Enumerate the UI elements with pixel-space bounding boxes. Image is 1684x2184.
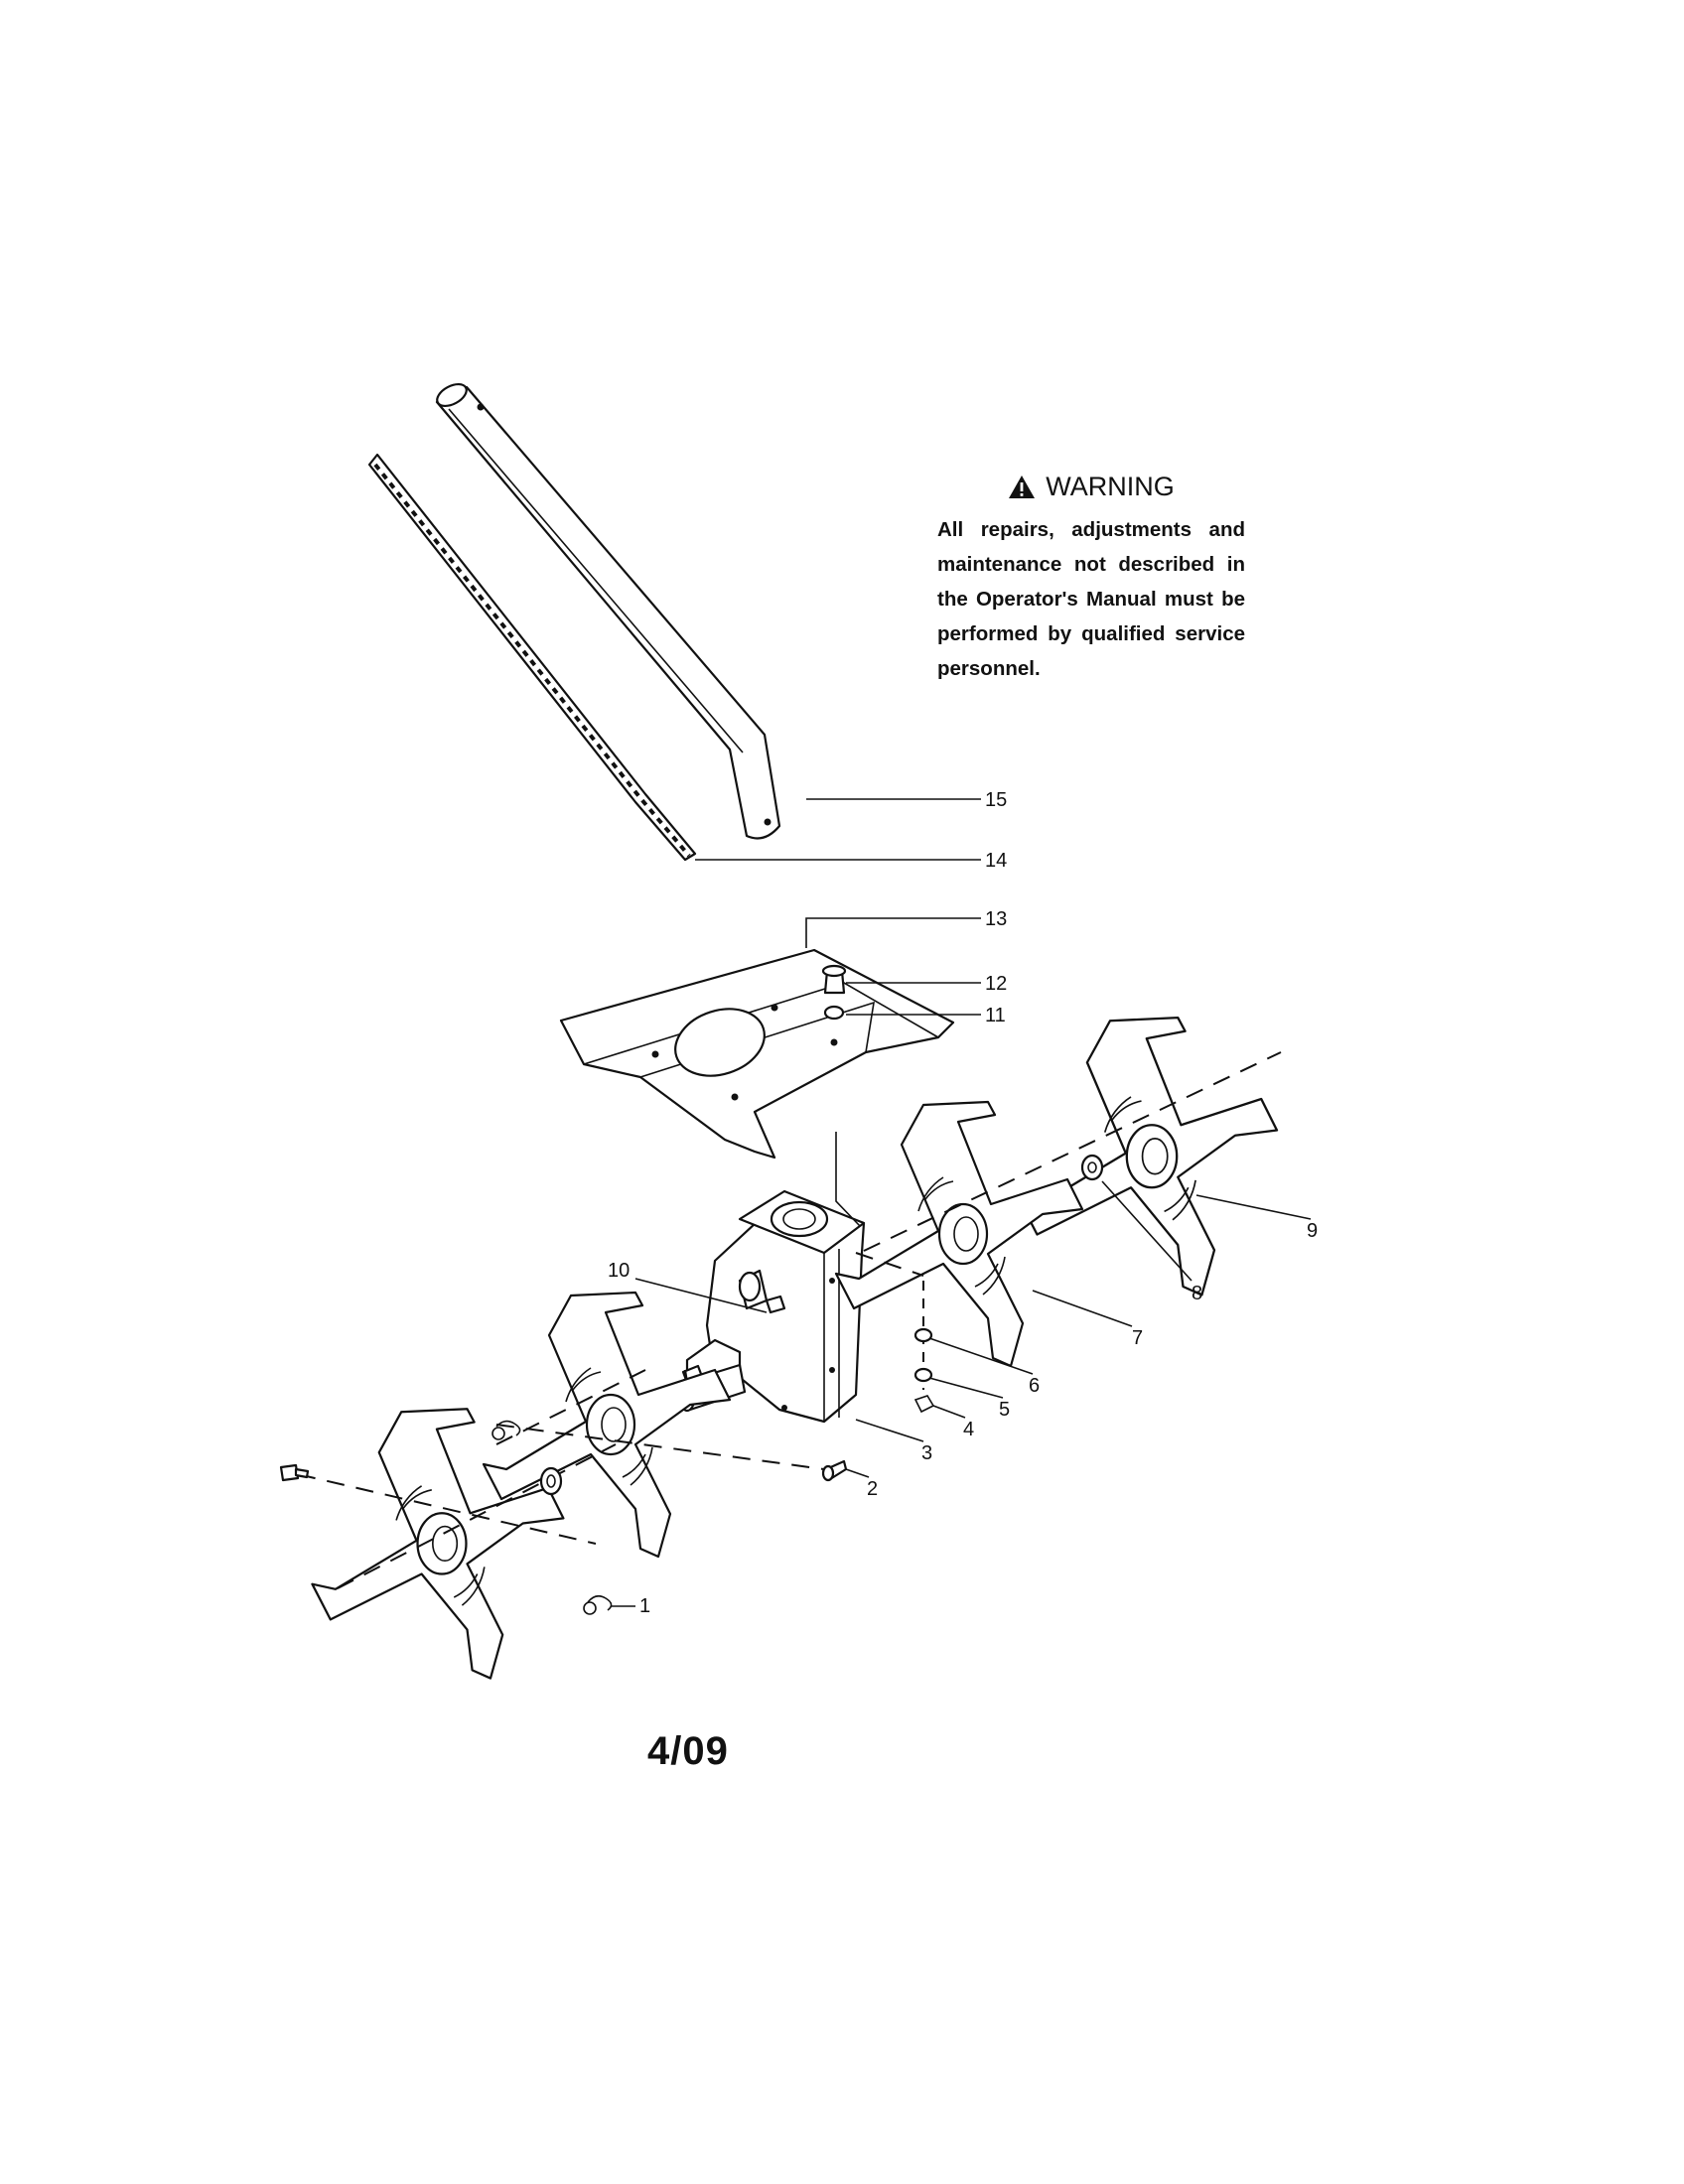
- callout-6: 6: [1029, 1375, 1040, 1397]
- guide-line-shield-gearbox: [835, 1132, 861, 1227]
- gearbox-bolt: [821, 1459, 848, 1482]
- hairpin-clip-lower: [583, 1594, 613, 1615]
- hairpin-clip-upper: [491, 1420, 521, 1440]
- drive-chain: [367, 453, 697, 862]
- callout-13: 13: [985, 908, 1007, 930]
- warning-body: All repairs, adjustments and maintenance…: [937, 518, 1245, 680]
- page-code: 4/09: [647, 1729, 729, 1773]
- callout-4: 4: [963, 1419, 974, 1440]
- handle-tube: [435, 382, 781, 840]
- leader-lines: [611, 798, 1312, 1607]
- callout-2: 2: [867, 1478, 878, 1500]
- outer-left-tine: [311, 1408, 565, 1680]
- nut-4: [913, 1395, 935, 1414]
- shield-washer: [823, 1005, 845, 1021]
- inner-right-tine: [834, 1100, 1084, 1368]
- callout-1: 1: [639, 1595, 650, 1617]
- callout-3: 3: [921, 1442, 932, 1464]
- callout-10: 10: [608, 1260, 630, 1282]
- outer-right-tine: [1017, 1016, 1279, 1297]
- shield-bolt: [821, 964, 847, 995]
- vent-plug: [765, 1295, 786, 1314]
- tine-washer-right: [1080, 1154, 1104, 1181]
- tine-washer-left: [539, 1466, 563, 1496]
- callout-15: 15: [985, 789, 1007, 811]
- callout-14: 14: [985, 850, 1007, 872]
- warning-triangle-icon: [1009, 476, 1036, 498]
- warning-notice: WARNING All repairs, adjustments and mai…: [937, 472, 1245, 686]
- washer-6: [913, 1327, 933, 1343]
- warning-title-text: WARNING: [1046, 472, 1175, 501]
- callout-8: 8: [1192, 1283, 1202, 1304]
- warning-title: WARNING: [937, 472, 1245, 502]
- callout-9: 9: [1307, 1220, 1318, 1242]
- washer-5: [913, 1367, 933, 1383]
- callout-11: 11: [985, 1005, 1006, 1026]
- callout-5: 5: [999, 1399, 1010, 1421]
- tine-bolt-left: [279, 1463, 310, 1482]
- callout-12: 12: [985, 973, 1007, 995]
- tine-shield: [559, 948, 955, 1160]
- callout-7: 7: [1132, 1327, 1143, 1349]
